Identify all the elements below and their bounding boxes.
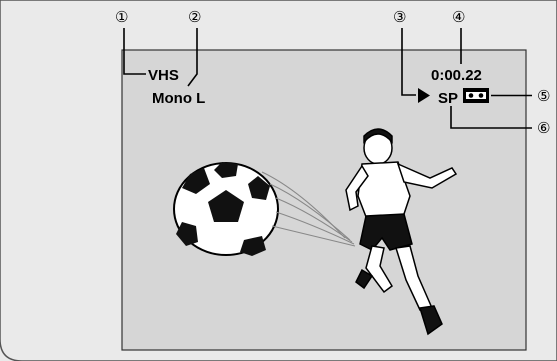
osd-mode-label: VHS — [148, 67, 179, 84]
callout-1: ① — [115, 8, 128, 26]
callout-5: ⑤ — [537, 87, 550, 105]
osd-speed-label: SP — [438, 90, 458, 107]
callout-2: ② — [188, 8, 201, 26]
callout-3: ③ — [393, 8, 406, 26]
osd-audio-label: Mono L — [152, 90, 205, 107]
osd-counter: 0:00.22 — [431, 67, 482, 84]
cassette-icon — [463, 88, 489, 103]
callout-4: ④ — [452, 8, 465, 26]
callout-6: ⑥ — [537, 119, 550, 137]
